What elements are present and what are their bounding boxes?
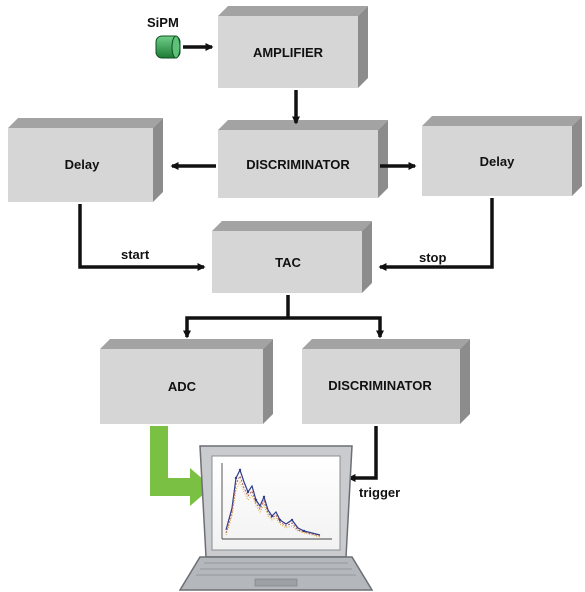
sipm-label: SiPM [147, 15, 179, 30]
amplifier-block: AMPLIFIER [218, 6, 368, 88]
discriminator-main-block: DISCRIMINATOR [218, 120, 388, 198]
tac-label: TAC [275, 255, 301, 270]
trigger-label: trigger [359, 485, 400, 500]
signal-connections [78, 43, 494, 482]
delay-right-label: Delay [480, 154, 515, 169]
trigger-line-arrow [347, 426, 378, 482]
adc-block: ADC [100, 339, 273, 424]
tac-to-discriminator-arrow [288, 316, 384, 339]
spectrum-plot-icon [221, 463, 332, 540]
sipm-sensor-icon [155, 35, 181, 59]
discriminator-trigger-block: DISCRIMINATOR [302, 339, 470, 424]
discriminator-main-label: DISCRIMINATOR [246, 157, 350, 172]
adc-data-arrow [150, 426, 212, 506]
start-line-arrow [78, 204, 206, 271]
stop-line-arrow [378, 198, 494, 271]
start-label: start [121, 247, 150, 262]
tac-to-adc-arrow [183, 316, 288, 339]
laptop-icon [178, 445, 374, 591]
discriminator-trigger-label: DISCRIMINATOR [328, 378, 432, 393]
amplifier-label: AMPLIFIER [253, 45, 324, 60]
adc-label: ADC [168, 379, 197, 394]
delay-right-block: Delay [422, 116, 582, 196]
delay-left-label: Delay [65, 157, 100, 172]
stop-label: stop [419, 250, 447, 265]
tac-block: TAC [212, 221, 372, 293]
delay-left-block: Delay [8, 118, 163, 202]
